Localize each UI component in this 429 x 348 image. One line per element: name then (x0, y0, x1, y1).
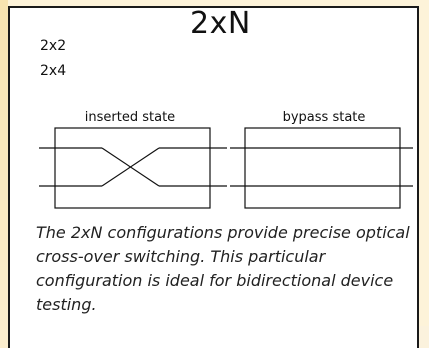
bypass-state-diagram: bypass state (230, 110, 413, 209)
inserted-switch-box (54, 127, 211, 209)
inserted-state-diagram: inserted state (39, 110, 227, 209)
bypass-switch-box (244, 127, 401, 209)
inserted-state-label: inserted state (85, 110, 175, 125)
description-text: The 2xN configurations provide precise o… (36, 223, 410, 314)
variant-2x4: 2x4 (40, 63, 67, 79)
inserted-cross-line-b (101, 147, 160, 187)
variant-2x2: 2x2 (40, 38, 67, 54)
page-title: 2xN (190, 6, 251, 41)
bypass-state-label: bypass state (283, 110, 366, 125)
content-panel (8, 6, 419, 348)
left-accent-bar (0, 0, 8, 348)
